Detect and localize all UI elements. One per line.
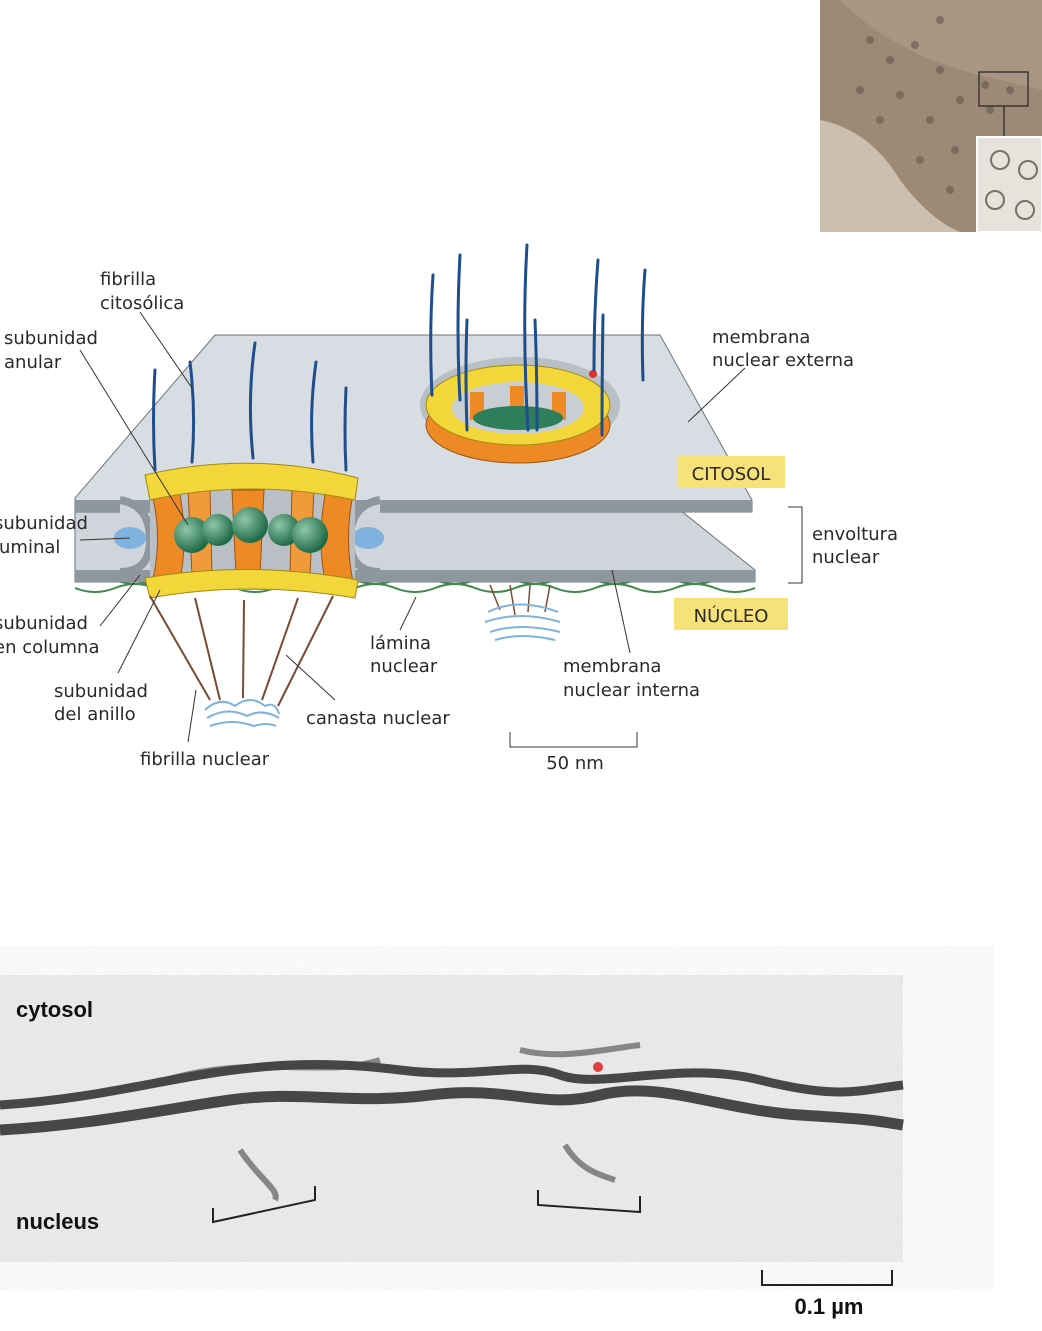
- nuclear-pore-complex-cutaway: [144, 462, 359, 599]
- label-subunidad-del-anillo-1: subunidad: [54, 681, 148, 702]
- label-membrana-interna-2: nuclear interna: [563, 680, 700, 701]
- label-envoltura-nuclear-1: envoltura: [812, 524, 898, 545]
- luminal-subunit: [352, 527, 384, 549]
- label-subunidad-anular-1: subunidad: [4, 328, 98, 349]
- label-lamina-nuclear-1: lámina: [370, 633, 431, 654]
- label-subunidad-en-columna-1: subunidad: [0, 613, 88, 634]
- label-membrana-interna-1: membrana: [563, 656, 661, 677]
- scale-bar-label: 50 nm: [546, 753, 604, 774]
- label-nucleus: nucleus: [16, 1209, 99, 1234]
- label-lamina-nuclear-2: nuclear: [370, 656, 438, 677]
- leader-lines: [79, 311, 803, 748]
- label-envoltura-nuclear-2: nuclear: [812, 547, 880, 568]
- label-fibrilla-citosolica-2: citosólica: [100, 293, 184, 314]
- citosol-box: [677, 456, 785, 488]
- label-membrana-externa-1: membrana: [712, 327, 810, 348]
- label-subunidad-en-columna-2: en columna: [0, 637, 100, 658]
- label-nucleo: NÚCLEO: [694, 605, 769, 627]
- nuclear-pore-complex-top: [420, 243, 647, 641]
- freeze-fracture-micrograph: [820, 0, 1042, 233]
- electron-micrograph: cytosol nucleus 0.1 µm: [0, 975, 904, 1319]
- label-citosol: CITOSOL: [692, 464, 771, 485]
- label-subunidad-luminal-2: luminal: [0, 537, 60, 558]
- central-transporter: [174, 507, 328, 553]
- label-fibrilla-nuclear: fibrilla nuclear: [140, 749, 270, 770]
- label-cytosol: cytosol: [16, 997, 93, 1022]
- label-fibrilla-citosolica-1: fibrilla: [100, 269, 156, 290]
- micrograph-scale-bar-label: 0.1 µm: [795, 1294, 864, 1319]
- label-membrana-externa-2: nuclear externa: [712, 350, 854, 371]
- label-subunidad-anular-2: anular: [4, 352, 62, 373]
- label-canasta-nuclear: canasta nuclear: [306, 708, 450, 729]
- cytosolic-fibrils: [152, 341, 348, 472]
- label-subunidad-del-anillo-2: del anillo: [54, 704, 136, 725]
- nucleo-box: [674, 598, 788, 630]
- nuclear-pore-diagram: fibrilla citosólica subunidad anular sub…: [0, 243, 898, 774]
- label-subunidad-luminal-1: subunidad: [0, 513, 88, 534]
- nuclear-basket: [149, 595, 334, 728]
